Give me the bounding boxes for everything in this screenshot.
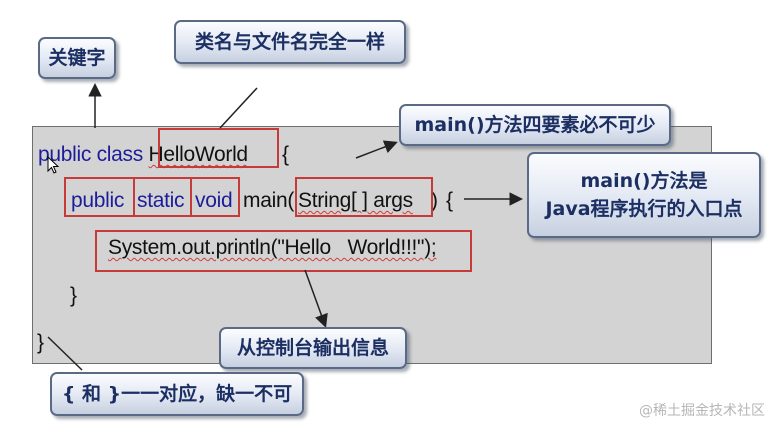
class-name-highlight — [158, 128, 279, 168]
main-parameter-text: String[ ] args — [298, 189, 413, 212]
class-close-brace: } — [37, 331, 44, 354]
class-name: HelloWorld — [148, 143, 249, 166]
main-open-brace: { — [446, 189, 453, 212]
class-name-arrow — [219, 87, 258, 129]
keyword-callout-text: 关键字 — [48, 46, 106, 69]
main-required-callout-text: main()方法四要素必不可少 — [414, 113, 656, 136]
public-highlight — [64, 177, 135, 217]
void-highlight — [190, 177, 240, 217]
println-text: System.out.println("Hello World!!!"); — [108, 236, 437, 259]
main-required-callout: main()方法四要素必不可少 — [399, 104, 671, 146]
main-close-paren: ) — [431, 189, 438, 212]
parameter-highlight — [295, 177, 433, 217]
void-return-type: void — [195, 189, 233, 212]
public-modifier: public — [71, 189, 125, 212]
println-highlight — [95, 230, 472, 272]
entry-point-callout: main()方法是 Java程序执行的入口点 — [527, 152, 761, 238]
main-close-brace: } — [70, 284, 77, 307]
main-method-name: main( — [243, 189, 295, 212]
static-modifier: static — [137, 189, 185, 212]
braces-callout-text: { 和 }一一对应，缺一不可 — [61, 382, 293, 405]
mouse-cursor-icon — [47, 156, 59, 174]
class-name-callout: 类名与文件名完全一样 — [174, 20, 406, 64]
class-open-brace: { — [282, 143, 289, 166]
entry-point-line2: Java程序执行的入口点 — [545, 198, 743, 220]
static-highlight — [133, 177, 192, 217]
console-output-callout: 从控制台输出信息 — [219, 327, 407, 369]
println-statement: System.out.println("Hello World!!!"); — [108, 236, 437, 260]
class-name-callout-text: 类名与文件名完全一样 — [194, 30, 385, 53]
entry-point-line1: main()方法是 — [580, 169, 708, 192]
main-parameter: String[ ] args — [298, 189, 413, 213]
keyword-callout: 关键字 — [38, 37, 116, 79]
console-output-callout-text: 从控制台输出信息 — [236, 336, 389, 359]
watermark: @稀土掘金技术社区 — [639, 403, 765, 419]
braces-callout: { 和 }一一对应，缺一不可 — [50, 372, 304, 416]
